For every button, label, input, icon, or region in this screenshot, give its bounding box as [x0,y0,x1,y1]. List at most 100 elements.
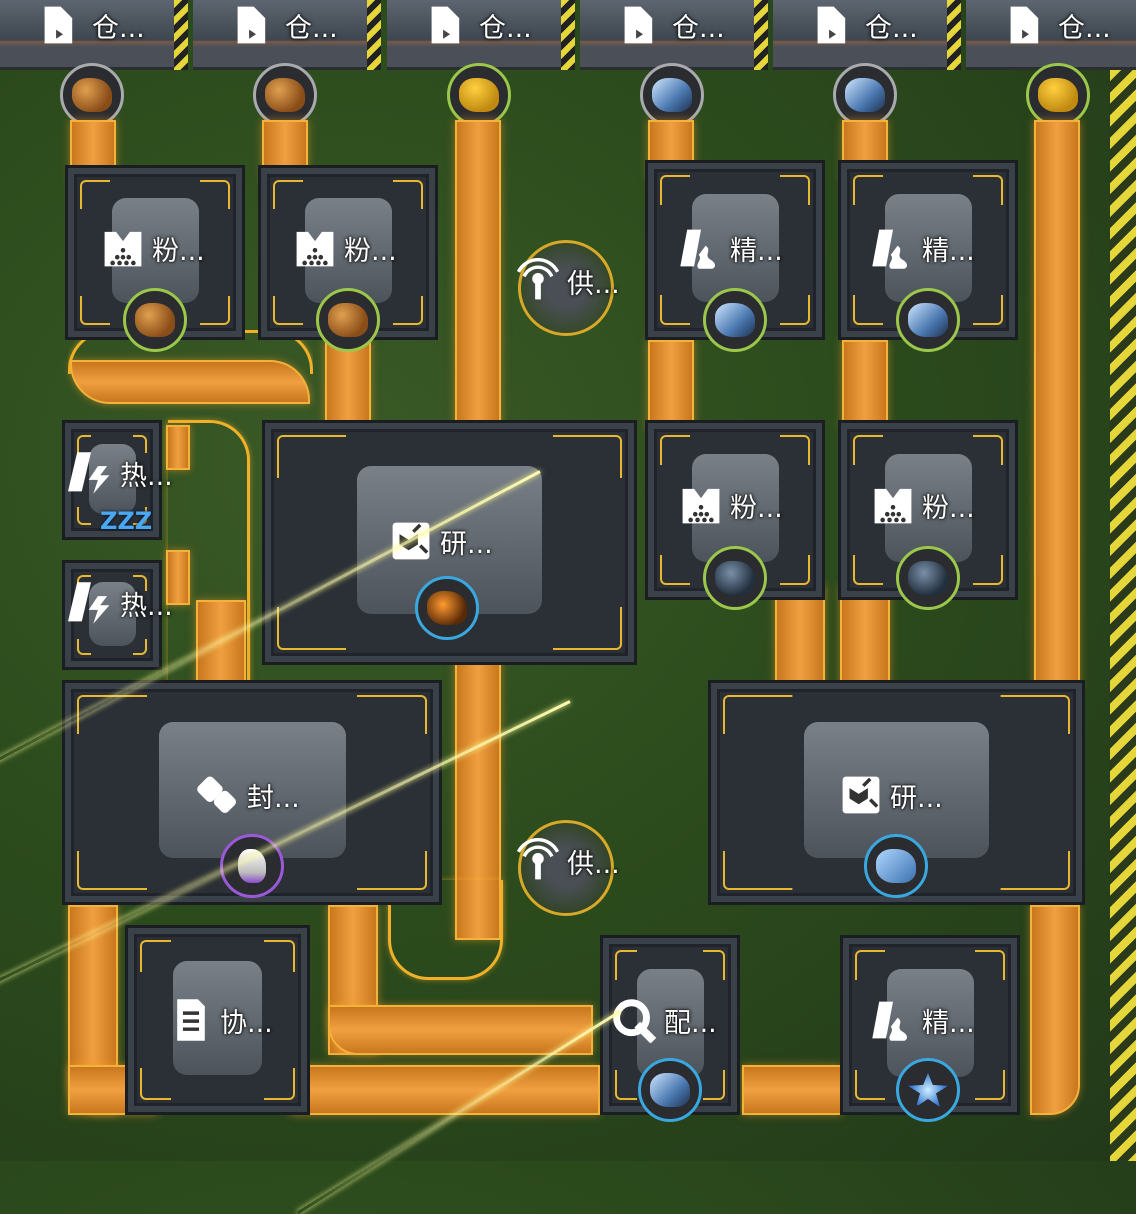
yellow-powder-icon [459,78,499,112]
storage-icon [620,2,666,48]
power-pylon-2[interactable] [518,820,614,916]
machine-tag: 协... [168,997,273,1043]
sleep-indicator: ZZZ [100,507,153,535]
storage-output-item[interactable] [447,63,511,127]
machine-label: 精... [730,235,783,267]
ore-icon [265,78,305,112]
machine-body [88,581,136,647]
protocol-icon [168,997,214,1043]
storage-output-item[interactable] [253,63,317,127]
machine-label: 研... [440,528,493,560]
packer-icon [195,772,241,818]
crystal-cube-icon [908,303,948,337]
storage-tag: 仓... [620,2,725,48]
ore-icon [328,303,368,337]
machine-grind-mill[interactable] [708,680,1085,905]
hazard-stripe [561,0,575,70]
storage-tag: 仓... [40,2,145,48]
machine-label: 粉... [344,235,397,267]
machine-tag: 热... [68,580,173,626]
hazard-stripe [754,0,768,70]
refinery-icon [678,225,724,271]
thermal-icon [68,580,114,626]
storage-icon [1006,2,1052,48]
machine-thermal[interactable] [62,560,162,670]
storage-output-item[interactable] [1026,63,1090,127]
machine-tag: 配... [612,997,717,1044]
storage-output-item[interactable] [833,63,897,127]
storage-output-item[interactable] [60,63,124,127]
machine-output-item[interactable] [864,834,928,898]
machine-label: 研... [890,782,943,814]
machine-output-item[interactable] [316,288,380,352]
star-crystal-icon [908,1073,948,1107]
dark-ore-icon [908,561,948,595]
machine-thermal[interactable] [62,420,162,540]
hazard-stripe [947,0,961,70]
ore-icon [72,78,112,112]
machine-tag: 精... [870,997,975,1043]
blue-cube-icon [876,849,916,883]
hazard-stripe [174,0,188,70]
machine-output-item[interactable] [415,576,479,640]
refinery-icon [870,997,916,1043]
storage-label: 仓... [672,12,725,44]
storage-tag: 仓... [427,2,532,48]
machine-tag: 精... [870,225,975,271]
dark-ore-icon [715,561,755,595]
grinder-icon [100,225,146,271]
power-supply-icon [515,258,561,304]
power-supply-icon [515,838,561,884]
grinder-icon [870,482,916,528]
machine-output-item[interactable] [703,546,767,610]
storage-icon [233,2,279,48]
storage-output-item[interactable] [640,63,704,127]
refinery-icon [870,225,916,271]
machine-tag: 粉... [678,482,783,528]
hazard-stripe-border [1110,70,1136,1161]
machine-label: 封... [247,782,300,814]
crystal-icon [650,1073,690,1107]
machine-output-item[interactable] [703,288,767,352]
machine-label: 粉... [922,492,975,524]
crystal-icon [652,78,692,112]
machine-protocol[interactable] [125,925,310,1115]
ore-icon [135,303,175,337]
machine-label: 热... [120,590,173,622]
machine-tag: 粉... [870,482,975,528]
machine-grinder[interactable] [645,420,825,600]
machine-output-item[interactable] [123,288,187,352]
crystal-icon [845,78,885,112]
machine-label: 热... [120,460,173,492]
grind-mill-icon [838,772,884,818]
hazard-stripe [367,0,381,70]
machine-label: 精... [922,1007,975,1039]
storage-tag: 仓... [813,2,918,48]
power-pylon-2-label: 供... [567,848,620,880]
machine-tag: 热... [68,450,173,496]
storage-label: 仓... [1058,12,1111,44]
machine-label: 精... [922,235,975,267]
machine-label: 粉... [152,235,205,267]
power-pylon-1-tag: 供... [515,258,620,304]
storage-tag: 仓... [233,2,338,48]
storage-label: 仓... [479,12,532,44]
storage-unit[interactable] [773,0,961,70]
machine-label: 配... [664,1007,717,1039]
machine-tag: 研... [838,772,943,818]
machine-tag: 精... [678,225,783,271]
storage-icon [813,2,859,48]
power-pylon-1[interactable] [518,240,614,336]
power-pylon-1-label: 供... [567,268,620,300]
storage-tag: 仓... [1006,2,1111,48]
storage-icon [427,2,473,48]
grinder-icon [292,225,338,271]
machine-output-item[interactable] [638,1058,702,1122]
machine-output-item[interactable] [896,546,960,610]
machine-output-item[interactable] [896,1058,960,1122]
machine-output-item[interactable] [896,288,960,352]
storage-icon [40,2,86,48]
assembler-icon [612,997,658,1044]
machine-label: 粉... [730,492,783,524]
yellow-powder-icon [1038,78,1078,112]
